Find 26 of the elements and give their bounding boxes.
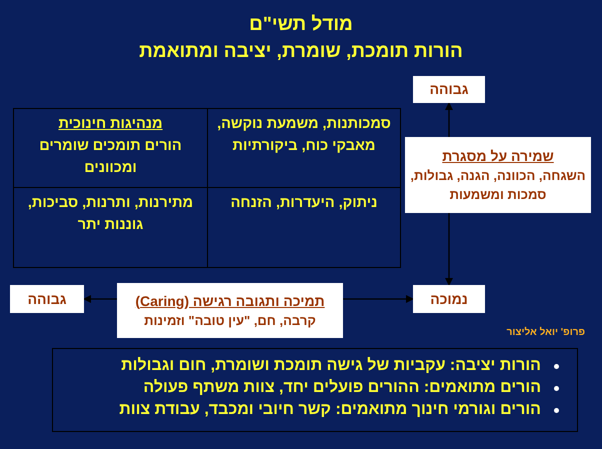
arrow — [343, 295, 414, 303]
box-heading: תמיכה ותגובה רגישה (Caring) — [135, 292, 325, 310]
box-text: קרבה, חם, "עין טובה" וזמינות — [144, 312, 316, 330]
label-box — [405, 137, 591, 213]
title: מודל תשי"ם — [248, 14, 354, 36]
grid-cell — [13, 108, 208, 188]
box-heading: שמירה על מסגרת — [442, 146, 554, 166]
box-text: הורים תומכים שומרים ומכוונים — [38, 137, 183, 178]
subtitle: הורות תומכת, שומרת, יציבה ומתואמת — [138, 41, 464, 63]
label-box: גבוהה — [413, 76, 485, 103]
arrow — [445, 213, 453, 286]
box-heading: מנהיגות חינוכית — [57, 115, 164, 134]
grid-cell: ניתוק, היעדרות, הזנחה — [207, 187, 401, 268]
bullet-box — [52, 348, 578, 432]
label-box — [117, 283, 343, 338]
grid-cell: סמכותנות, משמעת נוקשה, מאבקי כוח, ביקורתיות — [207, 108, 401, 188]
bullet-item: הורות יציבה: עקביות של גישה תומכת ושומרת, חום וגבולות — [121, 357, 541, 374]
label-box: גבוהה — [10, 285, 84, 313]
arrow — [445, 102, 453, 137]
author-credit: פרופ' יואל אליצור — [506, 327, 585, 338]
bullet-item: הורים וגורמי חינוך מתואמים: קשר חיובי ומכבד, עבודת צוות — [119, 401, 541, 418]
label-box: נמוכה — [413, 285, 485, 313]
grid-cell: מתירנות, ותרנות, סביכות, גוננות יתר — [13, 187, 208, 268]
arrow — [83, 295, 117, 303]
box-text: השגחה, הכוונה, הגנה, גבולות, סמכות ומשמעות — [409, 166, 587, 204]
bullet-item: הורים מתואמים: ההורים פועלים יחד, צוות משתף פעולה — [143, 379, 541, 396]
